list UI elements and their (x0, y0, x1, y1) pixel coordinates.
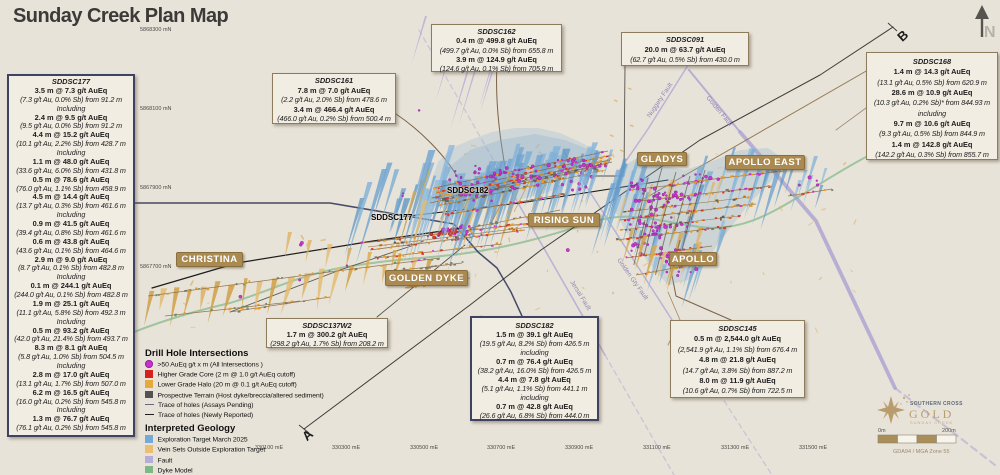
svg-text:0m: 0m (878, 428, 886, 434)
svg-text:GDA94 / MGA Zone 55: GDA94 / MGA Zone 55 (893, 449, 950, 455)
svg-text:SOUTHERN CROSS: SOUTHERN CROSS (910, 401, 963, 407)
svg-text:GOLD: GOLD (909, 407, 954, 421)
svg-text:200m: 200m (942, 428, 956, 434)
svg-text:B: B (894, 27, 911, 44)
svg-text:Golden Gty Fault: Golden Gty Fault (615, 257, 649, 301)
svg-text:Golden Fault: Golden Fault (704, 95, 733, 128)
svg-text:N: N (984, 24, 996, 41)
svg-text:SUNDAY CREEK: SUNDAY CREEK (910, 420, 953, 425)
svg-text:Nuggety Fault: Nuggety Fault (646, 81, 675, 119)
